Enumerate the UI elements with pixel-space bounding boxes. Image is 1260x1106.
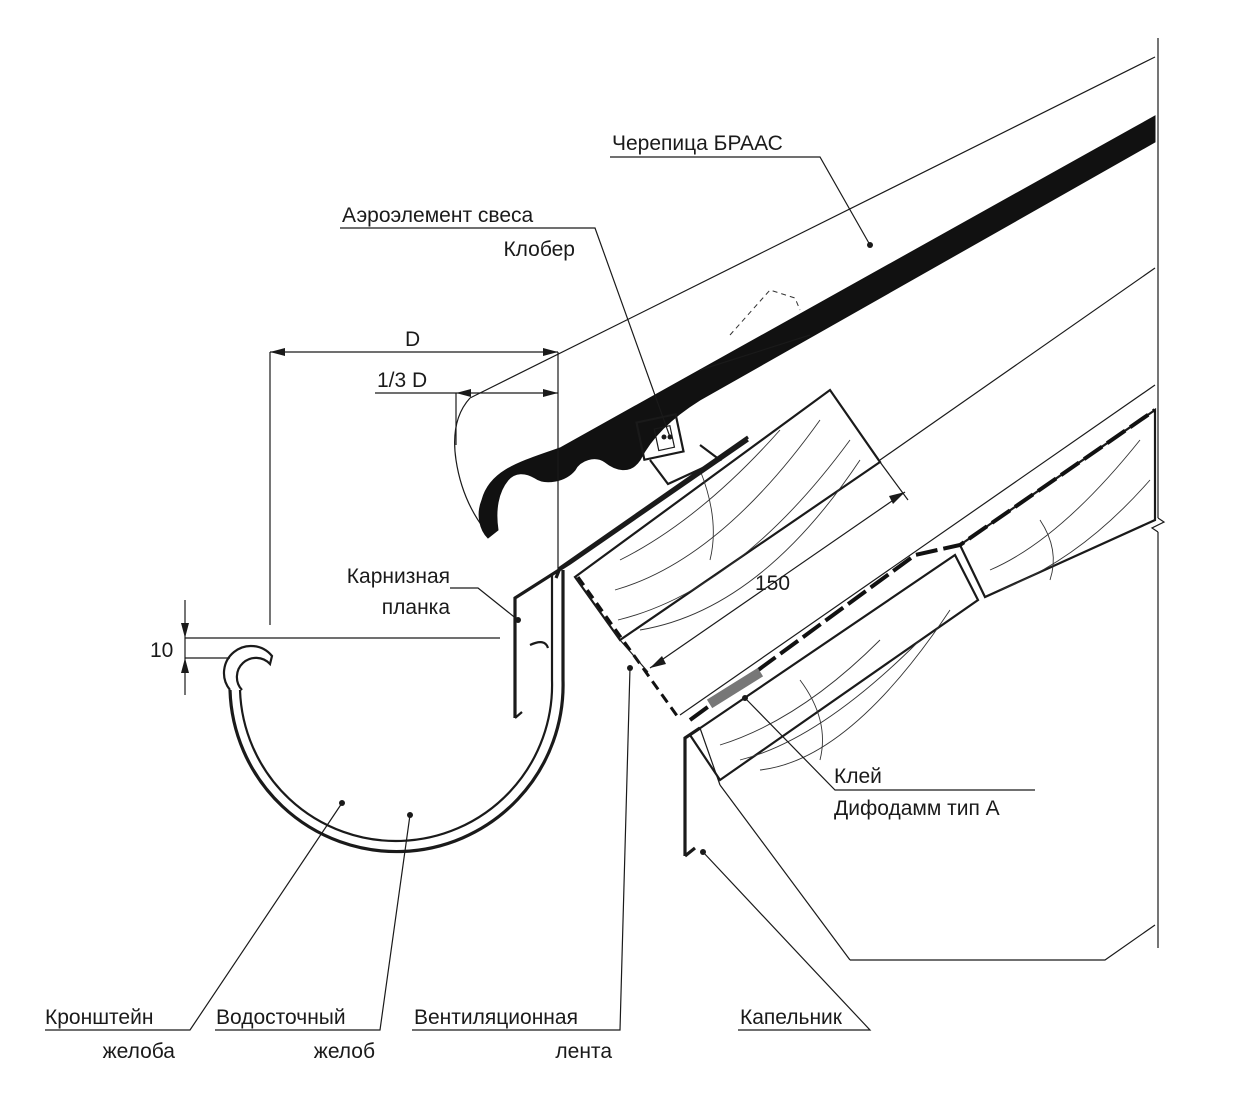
label-glue-line2: Дифодамм тип А <box>834 797 1000 820</box>
underlay-membrane-top <box>679 384 1156 716</box>
glue-strip <box>706 667 764 709</box>
dimension-d <box>269 348 559 625</box>
label-gutter-line2: желоб <box>314 1040 375 1063</box>
label-eaves-line1: Карнизная <box>347 565 450 588</box>
rafter-line-lower <box>719 784 851 961</box>
label-aero-line1: Аэроэлемент свеса <box>342 204 533 227</box>
tile-under-line <box>699 334 811 371</box>
dim-label-d: D <box>405 328 420 351</box>
tile-clip-dashed <box>729 289 801 336</box>
label-vent-line1: Вентиляционная <box>414 1006 578 1029</box>
roof-tile <box>478 115 1156 539</box>
dim-label-batten: 150 <box>755 572 790 595</box>
drip-edge <box>683 726 701 858</box>
label-vent-line2: лента <box>555 1040 612 1063</box>
roof-outline-top <box>469 56 1156 399</box>
wall-line <box>1150 38 1166 948</box>
ventilation-tape <box>576 576 682 721</box>
batten-lower <box>688 553 980 782</box>
eaves-flashing <box>513 435 749 718</box>
rafter-line-upper <box>879 267 1156 461</box>
rafter-bottom <box>850 924 1156 961</box>
label-drip: Капельник <box>740 1006 843 1029</box>
aero-element <box>635 412 723 486</box>
eaves-flashing-hook <box>514 711 523 719</box>
tile-front-outline <box>454 397 486 531</box>
dimension-third-d <box>375 389 558 445</box>
label-glue-line1: Клей <box>834 765 882 788</box>
label-aero-line2: Клобер <box>503 238 575 261</box>
dimension-batten <box>619 461 909 673</box>
batten-right <box>958 407 1157 599</box>
leader-lines <box>45 156 1035 1031</box>
label-bracket-line1: Кронштейн <box>45 1006 153 1029</box>
label-gutter-line1: Водосточный <box>216 1006 346 1029</box>
label-tile: Черепица БРААС <box>612 132 783 155</box>
dim-label-offset: 10 <box>150 639 173 662</box>
dim-label-third-d: 1/3 D <box>377 369 427 392</box>
label-bracket-line2: желоба <box>103 1040 176 1063</box>
label-eaves-line2: планка <box>382 596 451 619</box>
drip-edge-thin <box>699 727 721 786</box>
dimension-offset <box>181 600 500 695</box>
